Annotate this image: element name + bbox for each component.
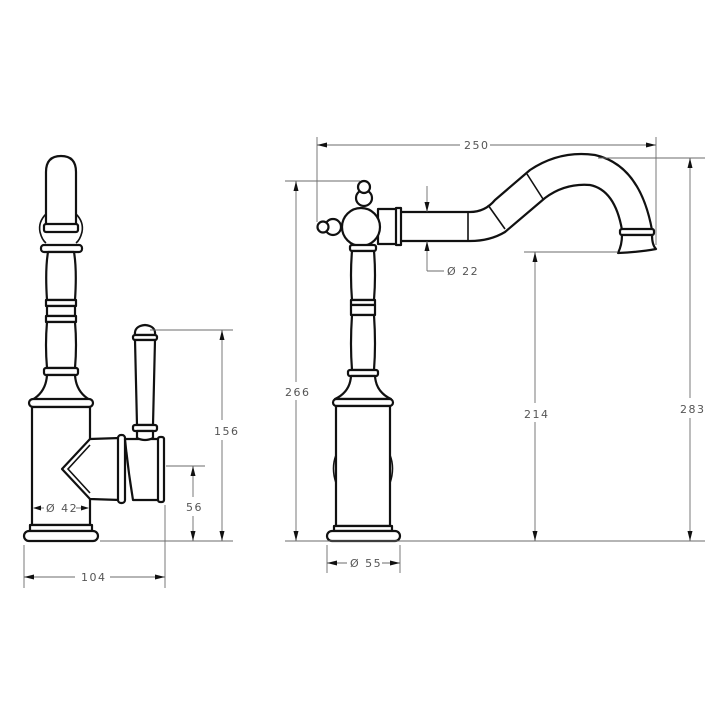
side-lever-handle bbox=[133, 338, 157, 427]
side-view bbox=[22, 154, 166, 543]
side-cartridge-ring bbox=[116, 433, 127, 505]
front-spout-collar-ring bbox=[394, 206, 403, 247]
front-lever-stub-right bbox=[389, 454, 394, 484]
spout-seam-3 bbox=[526, 173, 544, 200]
side-column-band bbox=[45, 304, 77, 318]
dim-base-diameter: Ø 55 bbox=[350, 557, 382, 570]
side-wedge-inner bbox=[66, 444, 91, 494]
side-lever-neck bbox=[135, 429, 155, 442]
front-body bbox=[334, 404, 392, 528]
side-ring-right bbox=[75, 213, 84, 244]
side-body-cap bbox=[27, 397, 95, 409]
front-side-finial bbox=[316, 220, 330, 234]
front-view-dimensions: 250 Ø 22 266 214 283 bbox=[285, 137, 706, 573]
front-spout bbox=[398, 152, 654, 243]
side-column-upper bbox=[45, 250, 77, 302]
spout-aerator bbox=[616, 233, 658, 255]
front-base bbox=[325, 529, 402, 543]
dim-spout-clearance: 214 bbox=[524, 408, 550, 421]
dim-handle-height: 156 bbox=[214, 425, 240, 438]
side-flare bbox=[30, 373, 92, 402]
dim-base-width: 104 bbox=[81, 571, 107, 584]
spout-seam-2 bbox=[487, 204, 506, 230]
side-view-dimensions: 104 Ø 42 156 56 bbox=[23, 329, 240, 588]
front-column-band bbox=[349, 303, 377, 317]
front-lever-stub-left bbox=[332, 454, 337, 484]
dim-spout-diameter: Ø 22 bbox=[447, 265, 479, 278]
side-collar-1 bbox=[42, 222, 80, 234]
front-hub bbox=[340, 206, 382, 248]
side-ring-left bbox=[38, 213, 47, 244]
front-flare bbox=[333, 374, 393, 401]
side-cartridge-cap bbox=[156, 435, 166, 504]
front-column-lower bbox=[349, 313, 377, 372]
side-column-lower bbox=[44, 320, 78, 370]
side-outlet-wedge bbox=[60, 436, 122, 502]
dim-spout-reach: 250 bbox=[464, 139, 490, 152]
side-cartridge bbox=[123, 437, 162, 502]
front-view bbox=[316, 152, 658, 543]
dim-body-height: 266 bbox=[285, 386, 311, 399]
dim-outlet-height: 56 bbox=[186, 501, 203, 514]
side-base bbox=[22, 529, 100, 543]
dim-overall-height: 283 bbox=[680, 403, 706, 416]
side-top-lever bbox=[44, 154, 78, 227]
front-top-finial bbox=[356, 179, 372, 195]
front-column-upper bbox=[349, 249, 377, 302]
side-lever-knob bbox=[133, 323, 157, 337]
dim-body-diameter: Ø 42 bbox=[46, 502, 78, 515]
